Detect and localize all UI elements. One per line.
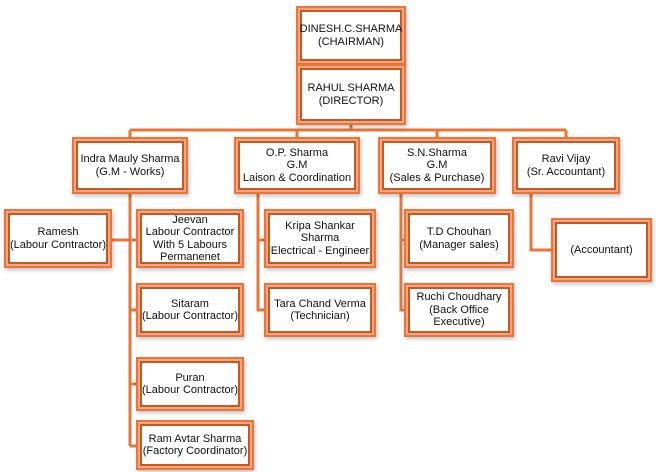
- node-gm-works-title: (G.M - Works): [95, 165, 165, 178]
- node-ramesh: Ramesh (Labour Contractor): [6, 211, 110, 266]
- node-td: T.D Chouhan (Manager sales): [406, 211, 512, 266]
- node-director-name: RAHUL SHARMA: [307, 82, 395, 94]
- node-sitaram-title: (Labour Contractor): [142, 310, 238, 322]
- node-gm-liaison-dept: Laison & Coordination: [242, 171, 352, 184]
- node-ramesh-name: Ramesh: [37, 226, 79, 238]
- node-kripa-name-2: Sharma: [300, 232, 340, 245]
- node-kripa-name-1: Kripa Shankar: [285, 219, 355, 232]
- node-ruchi-name: Ruchi Choudhary: [416, 291, 502, 304]
- node-ram-avtar: Ram Avtar Sharma (Factory Coordinator): [138, 422, 252, 468]
- node-director-title: (DIRECTOR): [318, 94, 384, 107]
- node-accountant: (Accountant): [553, 220, 650, 280]
- node-chairman-name: DINESH.C.SHARMA: [299, 23, 403, 35]
- connector-accounts-children: [529, 190, 555, 252]
- node-sitaram-name: Sitaram: [171, 297, 209, 310]
- node-tara-title: (Technician): [290, 310, 350, 322]
- node-jeevan-note: With 5 Labours: [153, 238, 227, 251]
- node-gm-liaison: O.P. Sharma G.M Laison & Coordination: [236, 139, 358, 192]
- node-ruchi-title-1: (Back Office: [429, 303, 489, 316]
- node-puran-title: (Labour Contractor): [142, 384, 238, 396]
- connector-sales-children: [399, 190, 408, 312]
- node-puran: Puran (Labour Contractor): [138, 359, 242, 409]
- node-sr-accountant: Ravi Vijay (Sr. Accountant): [514, 139, 618, 192]
- node-jeevan: Jeevan Labour Contractor With 5 Labours …: [138, 211, 242, 266]
- connector-liaison-children: [256, 190, 268, 312]
- node-sr-accountant-name: Ravi Vijay: [541, 153, 591, 165]
- node-chairman: DINESH.C.SHARMA (CHAIRMAN): [298, 8, 404, 63]
- node-tara-name: Tara Chand Verma: [274, 297, 366, 310]
- node-puran-name: Puran: [175, 371, 205, 384]
- node-jeevan-role: Labour Contractor: [145, 226, 235, 238]
- node-gm-sales-name: S.N.Sharma: [407, 146, 467, 159]
- node-ram-avtar-title: (Factory Coordinator): [142, 445, 248, 457]
- node-td-name: T.D Chouhan: [426, 226, 492, 238]
- node-ramesh-title: (Labour Contractor): [10, 238, 106, 251]
- node-sitaram: Sitaram (Labour Contractor): [138, 285, 242, 335]
- node-gm-sales-dept: (Sales & Purchase): [389, 171, 485, 184]
- node-gm-liaison-title: G.M: [286, 159, 308, 172]
- node-ram-avtar-name: Ram Avtar Sharma: [148, 432, 242, 445]
- node-ruchi-title-2: Executive): [433, 316, 485, 329]
- node-kripa-title: Electrical - Engineer: [270, 244, 370, 257]
- node-jeevan-name: Jeevan: [172, 213, 208, 226]
- node-ruchi: Ruchi Choudhary (Back Office Executive): [406, 285, 512, 335]
- node-gm-works: Indra Mauly Sharma (G.M - Works): [74, 139, 186, 192]
- node-chairman-title: (CHAIRMAN): [318, 35, 384, 48]
- node-gm-sales-title: G.M: [426, 159, 448, 172]
- node-gm-sales: S.N.Sharma G.M (Sales & Purchase): [380, 139, 494, 192]
- node-jeevan-status: Permanenet: [160, 251, 220, 263]
- node-kripa: Kripa Shankar Sharma Electrical - Engine…: [266, 211, 374, 266]
- connector-director-bus: [128, 121, 568, 141]
- node-tara: Tara Chand Verma (Technician): [266, 285, 374, 335]
- node-accountant-title: (Accountant): [570, 243, 633, 256]
- node-gm-works-name: Indra Mauly Sharma: [80, 153, 180, 165]
- node-director: RAHUL SHARMA (DIRECTOR): [298, 66, 404, 123]
- node-gm-liaison-name: O.P. Sharma: [265, 146, 329, 159]
- node-td-title: (Manager sales): [419, 238, 499, 251]
- node-sr-accountant-title: (Sr. Accountant): [526, 165, 606, 178]
- connector-works-children: [108, 190, 140, 448]
